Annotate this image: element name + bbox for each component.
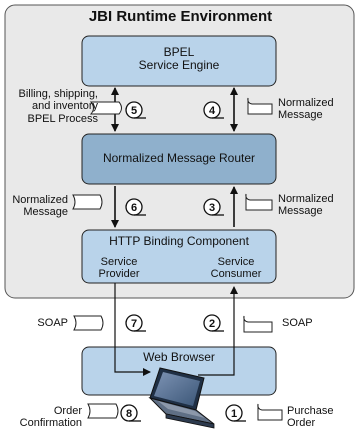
service-provider-line1: Service — [100, 256, 138, 268]
step-marker-underlines — [129, 117, 246, 422]
order-confirmation-line1: Order — [53, 405, 82, 417]
bpel-process-message-label: Billing, shipping, and inventory BPEL Pr… — [4, 88, 99, 125]
purchase-order-line2: Order — [287, 417, 316, 430]
message-doc-icon — [87, 403, 119, 419]
normalized-message-left-label: Normalized Message — [4, 194, 68, 219]
step-number-7: 7 — [131, 318, 137, 330]
step-number-4: 4 — [209, 105, 216, 117]
service-consumer-label: Service Consumer — [200, 256, 272, 281]
soap-left-label: SOAP — [37, 317, 68, 329]
arrow-step-2 — [198, 286, 238, 376]
normalized-right-top-line1: Normalized — [278, 97, 334, 109]
bpel-label-line2: Service Engine — [138, 58, 220, 73]
arrow-step-7 — [114, 283, 151, 376]
environment-title: JBI Runtime Environment — [88, 8, 273, 25]
bpel-service-engine-box — [81, 35, 277, 87]
step-number-6: 6 — [131, 202, 137, 214]
laptop-icon — [148, 367, 215, 429]
step-number-2: 2 — [209, 318, 215, 330]
service-consumer-line2: Consumer — [210, 268, 262, 281]
service-consumer-line1: Service — [217, 256, 255, 268]
step-number-3: 3 — [209, 202, 215, 214]
normalized-message-right-top-label: Normalized Message — [278, 97, 358, 122]
message-doc-icon — [243, 315, 273, 333]
normalized-message-router-label: Normalized Message Router — [102, 151, 256, 165]
message-doc-icon — [245, 193, 273, 211]
bpel-service-engine-label: BPEL Service Engine — [82, 45, 276, 73]
service-provider-line2: Provider — [98, 268, 140, 281]
http-binding-component-title: HTTP Binding Component — [109, 234, 249, 248]
message-doc-icon — [257, 403, 283, 421]
bpel-process-line2: and inventory — [31, 100, 98, 113]
purchase-order-label: Purchase Order — [287, 405, 357, 430]
message-doc-icon — [89, 101, 122, 115]
message-doc-icon — [247, 97, 273, 115]
step-number-8: 8 — [126, 408, 132, 420]
bpel-process-line1: Billing, shipping, — [18, 88, 99, 100]
step-number-1: 1 — [231, 408, 237, 420]
web-browser-label: Web Browser — [143, 350, 215, 364]
soap-right-label: SOAP — [282, 317, 313, 329]
normalized-message-router-box — [81, 133, 277, 185]
purchase-order-line1: Purchase — [287, 405, 334, 417]
service-provider-label: Service Provider — [84, 256, 154, 281]
message-doc-icons — [72, 97, 283, 421]
normalized-right-top-line2: Message — [278, 109, 323, 122]
normalized-right-bottom-line2: Message — [278, 205, 323, 218]
normalized-left-line2: Message — [23, 206, 68, 219]
order-confirmation-label: Order Confirmation — [4, 405, 82, 430]
normalized-left-line1: Normalized — [12, 194, 68, 206]
normalized-message-right-bottom-label: Normalized Message — [278, 193, 358, 218]
bpel-label-line1: BPEL — [163, 45, 195, 59]
message-doc-icon — [73, 315, 104, 331]
message-doc-icon — [72, 194, 103, 210]
normalized-right-bottom-line1: Normalized — [278, 193, 334, 205]
order-confirmation-line2: Confirmation — [19, 417, 82, 430]
bpel-process-line3: BPEL Process — [27, 112, 98, 125]
step-number-5: 5 — [131, 105, 137, 117]
step-markers — [120, 101, 243, 422]
http-binding-component-box — [81, 229, 277, 284]
